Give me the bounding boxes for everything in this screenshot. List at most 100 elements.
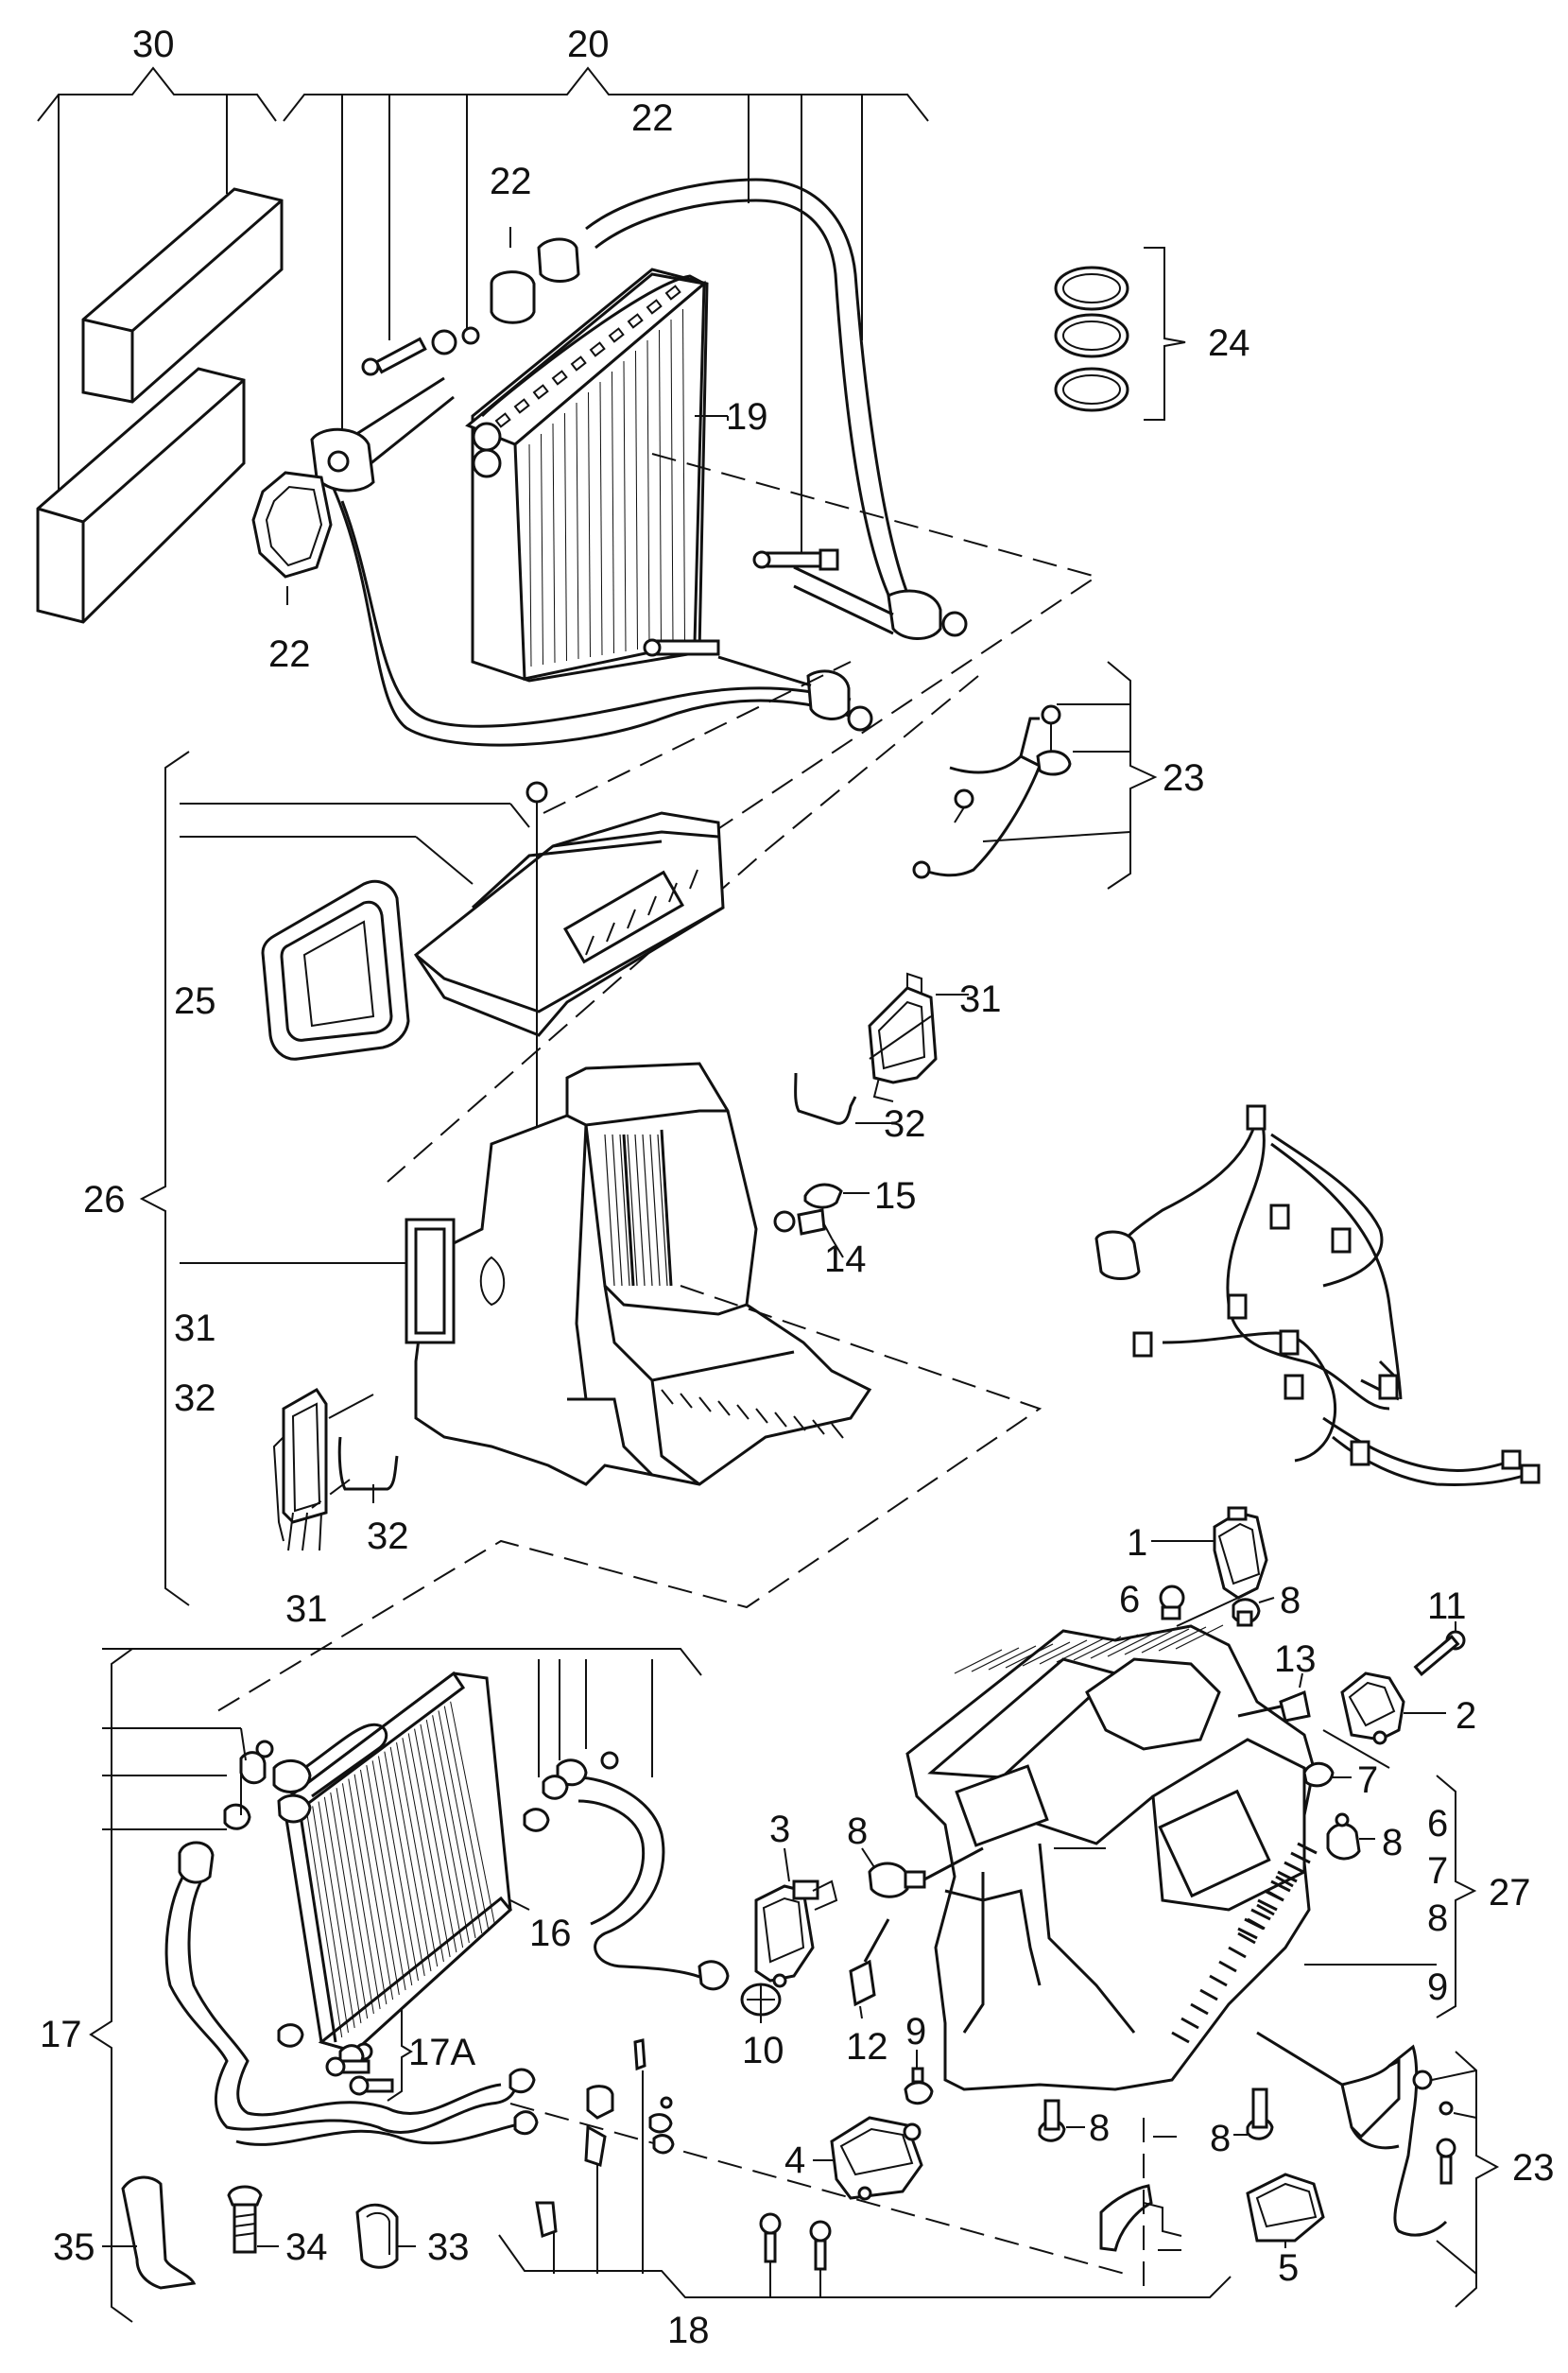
- assembly-dash-2: [387, 675, 979, 1183]
- callout-25: 25: [174, 980, 216, 1022]
- bracket-27: [1436, 1775, 1477, 2018]
- pipe-fitting-right: [793, 565, 968, 640]
- bolt-17a-top: [325, 2056, 370, 2077]
- housing-lower-details: [604, 1134, 844, 1439]
- bolt-11: [1413, 1630, 1466, 1677]
- oring-upper: [431, 329, 457, 355]
- callout-30: 30: [132, 24, 175, 65]
- cabin-filter-bottom: [36, 367, 246, 624]
- clip-33: [355, 2203, 399, 2269]
- bracket-18-right: [1099, 2184, 1182, 2252]
- callout-13: 13: [1274, 1638, 1317, 1680]
- wiring-harness: [1113, 1115, 1527, 1486]
- flap-31-left: [272, 1388, 328, 1551]
- harness-connectors: [1094, 1104, 1541, 1484]
- pipe-upper-loop-inner: [594, 199, 895, 606]
- bolt-pipe-right: [752, 548, 839, 571]
- callout-5: 5: [1278, 2247, 1299, 2289]
- callout-32-bottom: 32: [367, 1516, 409, 1557]
- bracket-23-bottom-parts: [1256, 2031, 1456, 2237]
- callout-18: 18: [667, 2310, 710, 2351]
- heater-clamps: [223, 1740, 619, 2069]
- heater-pipe-right: [556, 1758, 730, 1991]
- callout-14: 14: [824, 1238, 867, 1280]
- callout-15: 15: [874, 1175, 917, 1217]
- actuator-15: [803, 1183, 870, 1209]
- callout-22-bot: 22: [268, 633, 311, 675]
- assembly-dash-3: [543, 661, 852, 814]
- callout-8-left: 8: [847, 1810, 868, 1852]
- spring-32-left: [337, 1436, 399, 1491]
- bolt-18-a: [759, 2212, 782, 2263]
- callout-24: 24: [1208, 322, 1250, 364]
- housing-top-cover: [413, 811, 725, 1037]
- expansion-valve: [490, 237, 580, 324]
- actuator-4: [830, 2116, 923, 2201]
- gear-6: [1159, 1585, 1185, 1620]
- callout-8-low1: 8: [1089, 2107, 1110, 2149]
- callout-17a: 17A: [408, 2032, 475, 2073]
- bracket-20: [283, 66, 929, 122]
- pipe-long-inner: [340, 500, 852, 728]
- callout-8-right: 8: [1382, 1822, 1403, 1863]
- callout-2: 2: [1456, 1695, 1476, 1737]
- bolt-upper-left: [361, 337, 427, 376]
- bracket-26: [139, 751, 190, 1606]
- callout-31-bottom: 31: [285, 1588, 328, 1630]
- bracket-17a-top: [102, 1648, 702, 1676]
- bracket-23-bottom: [1455, 2051, 1500, 2308]
- bracket-35: [121, 2175, 197, 2290]
- callout-3: 3: [769, 1809, 790, 1850]
- callout-33: 33: [427, 2226, 470, 2268]
- actuator-1: [1213, 1506, 1268, 1600]
- bolt-8-low2: [1246, 2087, 1274, 2140]
- pipe-upper-loop: [585, 178, 914, 606]
- bracket-30: [37, 66, 277, 122]
- callout-7-group: 7: [1427, 1850, 1448, 1892]
- bolt-8-top: [1232, 1598, 1261, 1627]
- spring-32-right: [794, 1072, 857, 1125]
- pipe-long-outer: [319, 462, 856, 747]
- housing-top-clips: [585, 869, 698, 956]
- bolt-8-low1: [1038, 2099, 1066, 2142]
- heater-pipe-top: [272, 1723, 388, 1824]
- heater-pipe-long: [164, 1841, 539, 2146]
- sensor-13: [1237, 1689, 1311, 1723]
- callout-1: 1: [1127, 1522, 1147, 1564]
- bracket-5: [1246, 2173, 1325, 2243]
- sensor-12: [849, 1918, 890, 2007]
- climate-unit-details: [954, 1624, 1318, 2044]
- actuator-3: [754, 1879, 838, 1988]
- callout-31-left: 31: [174, 1308, 216, 1349]
- bracket-23-top-parts: [912, 704, 1072, 879]
- callout-31-right: 31: [959, 979, 1002, 1020]
- gear-9: [904, 2067, 934, 2105]
- sensor-14: [773, 1208, 844, 1258]
- callout-8-top: 8: [1280, 1580, 1301, 1621]
- bolt-26: [526, 781, 548, 804]
- callout-9-low: 9: [905, 2011, 926, 2053]
- evaporator-header: [480, 274, 705, 418]
- bracket-18: [498, 2234, 1232, 2298]
- flap-31-right: [868, 972, 938, 1102]
- pipe-fitting-lower: [643, 638, 873, 732]
- bolt-18-b: [809, 2220, 832, 2271]
- climate-unit: [905, 1624, 1316, 2091]
- callout-32-left: 32: [174, 1377, 216, 1419]
- callout-32-right: 32: [884, 1103, 926, 1145]
- cabin-filter-top: [81, 187, 284, 404]
- callout-23-bottom: 23: [1512, 2147, 1555, 2189]
- callout-9-group: 9: [1427, 1966, 1448, 2008]
- callout-10: 10: [742, 2030, 784, 2071]
- gear-10: [740, 1983, 782, 2017]
- clip-7: [1302, 1761, 1335, 1788]
- seal-hex: [251, 471, 333, 579]
- bolt-17a-bottom: [349, 2075, 394, 2096]
- callout-35: 35: [53, 2226, 95, 2268]
- callout-6-top: 6: [1119, 1579, 1140, 1620]
- callout-17: 17: [40, 2014, 82, 2055]
- callout-8-group: 8: [1427, 1897, 1448, 1939]
- gasket-25: [261, 879, 410, 1061]
- callout-11: 11: [1427, 1585, 1467, 1627]
- callout-8-low2: 8: [1210, 2118, 1231, 2159]
